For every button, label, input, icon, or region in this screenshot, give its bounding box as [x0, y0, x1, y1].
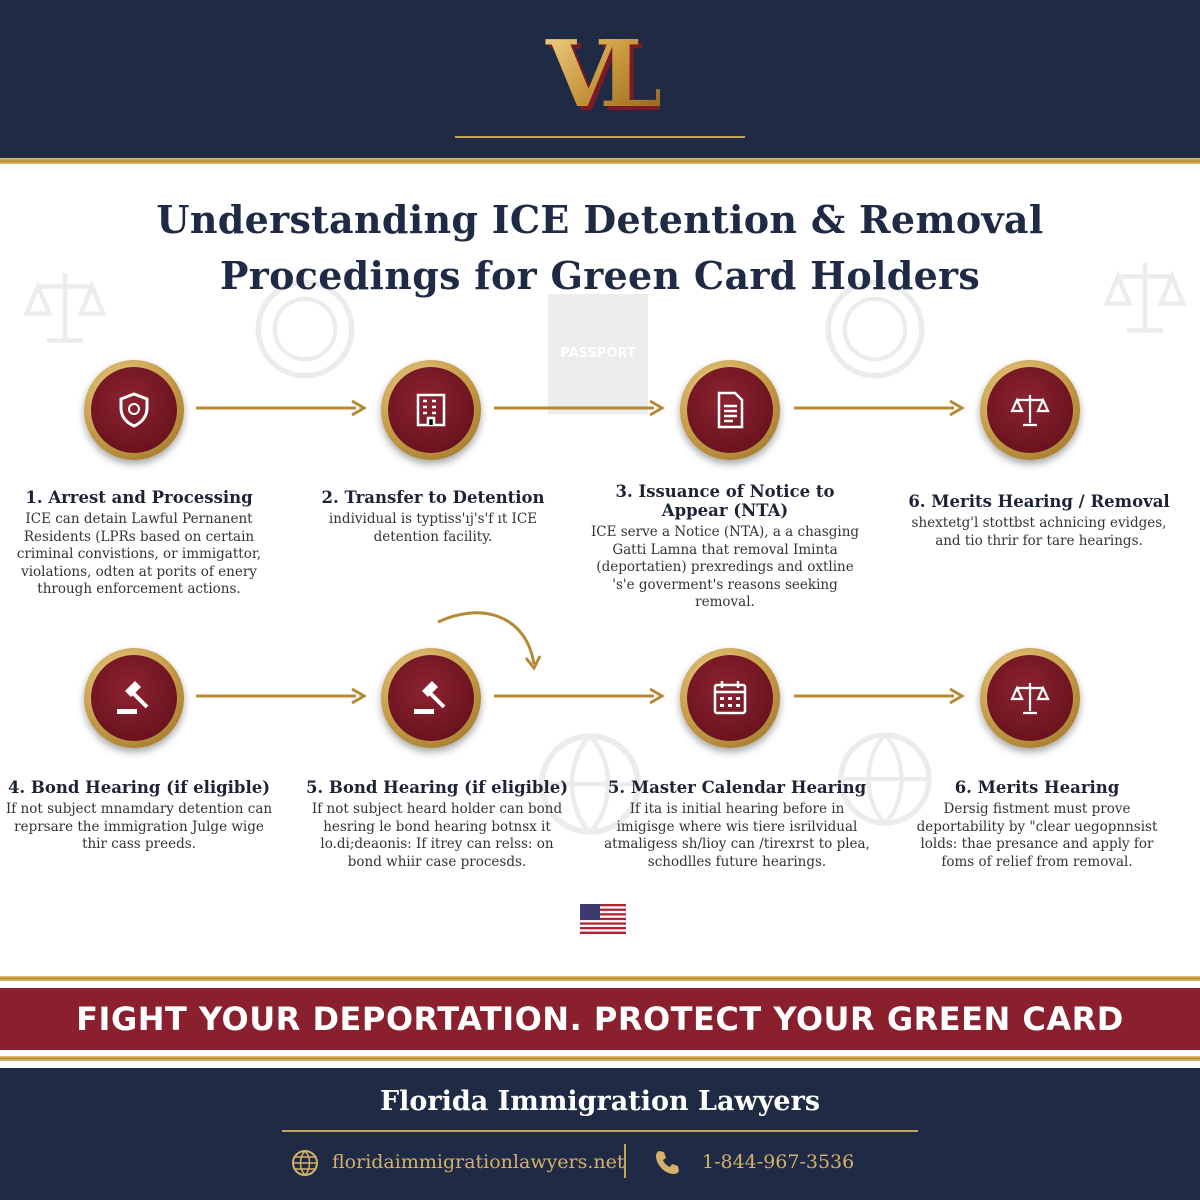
flow-arrow — [196, 399, 367, 417]
step-title: 5. Master Calendar Hearing — [607, 778, 867, 797]
step-description: shextetg'l stottbst achnicing evidges, a… — [911, 515, 1167, 549]
footer-rule — [282, 1130, 918, 1132]
svg-text:VL: VL — [549, 24, 660, 124]
scales-of-justice-icon — [1010, 395, 1050, 427]
step-7-icon-badge — [680, 648, 780, 748]
cta-banner: FIGHT YOUR DEPORTATION. PROTECT YOUR GRE… — [0, 988, 1200, 1050]
website-link[interactable]: floridaimmigrationlawyers.net — [332, 1151, 625, 1173]
step-description: ICE can detain Lawful Pernanent Resident… — [16, 511, 262, 597]
step-description: Dersig fistment must prove deportability… — [916, 801, 1158, 870]
step-1-icon-badge — [84, 360, 184, 460]
step-8: 6. Merits Hearing Dersig fistment must p… — [902, 778, 1172, 871]
step-title: 5. Bond Hearing (if eligible) — [305, 778, 569, 797]
logo-rule — [455, 136, 745, 138]
watermark-globe-icon — [539, 733, 641, 835]
step-1: 1. Arrest and Processing ICE can detain … — [4, 488, 274, 599]
step-6: 5. Bond Hearing (if eligible) If not sub… — [302, 778, 572, 871]
gold-divider-cta-top — [0, 976, 1200, 981]
police-badge-icon — [119, 392, 149, 428]
step-description: If ita is initial hearing before in imig… — [604, 801, 870, 870]
firm-name: Florida Immigration Lawyers — [379, 1086, 821, 1117]
scales-of-justice-icon — [1010, 683, 1050, 715]
svg-text:VL: VL — [545, 20, 660, 124]
flow-arrow — [494, 687, 665, 705]
phone-icon — [656, 1151, 679, 1174]
step-title: 4. Bond Hearing (if eligible) — [7, 778, 271, 797]
step-description: individual is typtiss'ıj's'f ıt ICE dete… — [328, 511, 538, 545]
cta-text: FIGHT YOUR DEPORTATION. PROTECT YOUR GRE… — [76, 1000, 1124, 1038]
main-content: PASSPORT Understanding ICE Detention & R… — [0, 164, 1200, 974]
watermark-scales-icon — [23, 273, 107, 343]
globe-icon — [292, 1150, 318, 1176]
gold-divider-cta-bottom — [0, 1056, 1200, 1061]
step-5-icon-badge — [84, 648, 184, 748]
detention-building-icon — [416, 393, 446, 427]
footer: Florida Immigration Lawyers floridaimmig… — [0, 1068, 1200, 1200]
step-3: 3. Issuance of Notice to Appear (NTA) IC… — [590, 482, 860, 612]
step-5: 4. Bond Hearing (if eligible) If not sub… — [4, 778, 274, 854]
header-band: VL VL — [0, 0, 1200, 158]
watermark-globe-icon — [838, 732, 932, 826]
notice-document-icon — [717, 391, 744, 429]
step-3-icon-badge — [680, 360, 780, 460]
firm-logo: VL VL — [545, 20, 660, 124]
page-title: Understanding ICE Detention & Removal Pr… — [0, 192, 1200, 304]
gavel-icon — [117, 681, 149, 714]
contact-divider — [624, 1144, 626, 1178]
step-4: 6. Merits Hearing / Removal shextetg'l s… — [904, 492, 1174, 550]
step-6-icon-badge — [381, 648, 481, 748]
step-title: 3. Issuance of Notice to Appear (NTA) — [615, 482, 835, 520]
watermark-seal-icon — [255, 279, 355, 379]
step-2: 2. Transfer to Detention individual is t… — [298, 488, 568, 546]
step-4-icon-badge — [980, 360, 1080, 460]
watermark-seal-icon — [825, 279, 925, 379]
step-8-icon-badge — [980, 648, 1080, 748]
step-title: 1. Arrest and Processing — [25, 488, 253, 507]
flow-arrow — [794, 687, 965, 705]
page-title-line-2: Procedings for Green Card Holders — [219, 253, 981, 298]
curved-flow-arrow — [437, 611, 542, 671]
watermark-scales-icon — [1103, 263, 1187, 333]
step-description: If not subject mnamdary detention can re… — [5, 801, 273, 852]
step-description: If not subject heard holder can bond hes… — [311, 801, 563, 870]
page-title-line-1: Understanding ICE Detention & Removal — [156, 197, 1044, 242]
flow-arrow — [196, 687, 367, 705]
step-7: 5. Master Calendar Hearing If ita is ini… — [602, 778, 872, 871]
flow-arrow — [494, 399, 665, 417]
calendar-icon — [713, 681, 747, 715]
watermark-passport: PASSPORT — [548, 294, 648, 414]
step-title: 6. Merits Hearing — [954, 778, 1120, 797]
step-title: 2. Transfer to Detention — [321, 488, 545, 507]
step-description: ICE serve a Notice (NTA), a a chasging G… — [590, 524, 860, 610]
gavel-icon — [414, 681, 446, 714]
phone-number[interactable]: 1-844-967-3536 — [702, 1151, 855, 1173]
flow-arrow — [794, 399, 965, 417]
step-2-icon-badge — [381, 360, 481, 460]
us-flag-icon — [580, 904, 626, 934]
step-title: 6. Merits Hearing / Removal — [908, 492, 1170, 511]
gold-divider-top — [0, 158, 1200, 164]
